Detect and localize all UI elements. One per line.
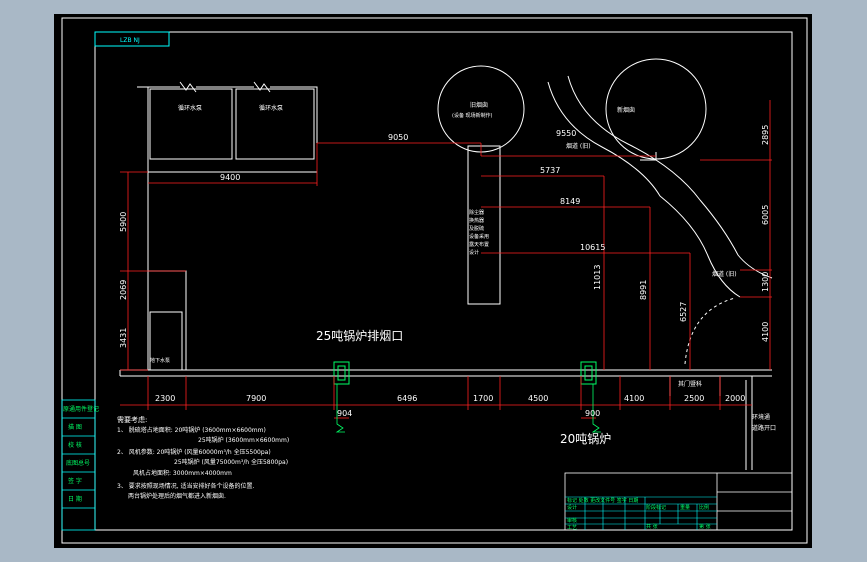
- right-note-2: 道路开口: [752, 424, 776, 432]
- tb-r2: 设计: [567, 504, 577, 511]
- duct-label-5: 露天布置: [469, 241, 489, 248]
- duct-label-2: 换热器: [469, 217, 484, 224]
- tb-c3: 比例: [699, 504, 709, 511]
- dim-6496: 6496: [397, 394, 417, 403]
- dim-9400: 9400: [220, 173, 240, 182]
- dim-4100-vertical: 4100: [761, 322, 770, 342]
- dim-9550: 9550: [556, 129, 576, 138]
- dim-1300: 1300: [761, 272, 770, 292]
- dim-2500: 2500: [684, 394, 704, 403]
- strip-3: 校 核: [68, 441, 82, 449]
- title-box-text: LZB NJ: [120, 37, 140, 44]
- dim-4100-horizontal: 4100: [624, 394, 644, 403]
- tb-c2: 重量: [680, 504, 690, 511]
- drawing-sheet: LZB NJ 原通用件登记 描 图 校 核 底图总号 签 字 日 期 标记 处数…: [54, 14, 812, 548]
- notes-line-2: 2、 风机参数: 20吨锅炉 (风量60000m³/h 全压5500pa): [117, 448, 271, 456]
- notes-line-3: 3、 要求按照现场情况, 适当安排好各个设备的位置.: [117, 482, 255, 490]
- tb-c5: 第 张: [699, 523, 711, 530]
- dim-900: 900: [585, 409, 600, 418]
- dim-10615: 10615: [580, 243, 605, 252]
- break-marks: [335, 384, 601, 433]
- label-smoke-duct-top: 烟道 (旧): [566, 142, 591, 150]
- dim-904: 904: [337, 409, 352, 418]
- duct-label-4: 设备采用: [469, 233, 489, 240]
- label-bottom-mid: 其门暨科: [678, 380, 702, 388]
- dim-11013: 11013: [593, 265, 602, 290]
- right-note-1: 环境通: [752, 413, 770, 421]
- label-boiler-20: 20吨锅炉: [560, 431, 611, 446]
- dim-2000: 2000: [725, 394, 745, 403]
- dim-6527: 6527: [679, 302, 688, 322]
- dim-7900: 7900: [246, 394, 266, 403]
- boiler-20-symbol: [580, 361, 597, 385]
- dim-6005: 6005: [761, 205, 770, 225]
- tb-r1: 标记 处数 更改文件号 签字 日期: [567, 497, 638, 504]
- label-old-chimney-note: (设备 现场新制作): [452, 112, 493, 119]
- notes-heading: 需要考虑:: [117, 415, 147, 424]
- cad-drawing: LZB NJ 原通用件登记 描 图 校 核 底图总号 签 字 日 期 标记 处数…: [61, 17, 808, 544]
- tb-r3: 审核: [567, 517, 577, 524]
- duct-label-3: 及脱硫: [469, 225, 484, 232]
- dim-5737: 5737: [540, 166, 560, 175]
- dim-2069: 2069: [119, 280, 128, 300]
- dim-8991: 8991: [639, 280, 648, 300]
- title-block-grid: [565, 496, 717, 530]
- strip-5: 签 字: [68, 477, 82, 485]
- label-pump-room-1: 循环水泵: [178, 104, 202, 112]
- notes-line-1b: 25吨锅炉 (3600mm×6600mm): [198, 436, 289, 444]
- tb-r4: 工艺: [567, 525, 577, 531]
- label-old-chimney: 旧烟囱: [470, 101, 488, 109]
- strip-6: 日 期: [68, 495, 82, 503]
- label-new-chimney: 新烟囱: [617, 106, 635, 114]
- dimension-lines: [120, 100, 772, 419]
- door-swing: [684, 297, 736, 365]
- label-underground-pump: 地下水泵: [150, 357, 170, 364]
- notes-block: 需要考虑: 1、 脱硫塔占地面积: 20吨锅炉 (3600mm×6600mm) …: [117, 415, 289, 500]
- dim-2895: 2895: [761, 125, 770, 145]
- left-strip: [61, 399, 96, 531]
- label-smoke-duct-right: 烟道 (旧): [712, 270, 737, 278]
- tb-c1: 阶段标记: [646, 504, 666, 511]
- dim-3431: 3431: [119, 328, 128, 348]
- inner-frame: [94, 31, 793, 531]
- notes-line-3b: 两台锅炉处理后的烟气都进入新烟囱.: [128, 492, 226, 500]
- title-box: [94, 31, 170, 47]
- dim-5900: 5900: [119, 212, 128, 232]
- strip-2: 描 图: [68, 423, 82, 431]
- notes-line-1: 1、 脱硫塔占地面积: 20吨锅炉 (3600mm×6600mm): [117, 426, 266, 434]
- outer-frame: [61, 17, 808, 544]
- tb-c4: 共 张: [646, 523, 658, 530]
- duct-label-6: 设计: [469, 249, 479, 256]
- building-outlines: [119, 58, 773, 470]
- notes-line-2b: 25吨锅炉 (风量75000m³/h 全压5800pa): [174, 458, 288, 466]
- label-boiler-25-exhaust: 25吨锅炉排烟口: [316, 328, 403, 343]
- label-pump-room-2: 循环水泵: [259, 104, 283, 112]
- dim-8149: 8149: [560, 197, 580, 206]
- strip-1: 原通用件登记: [63, 405, 99, 413]
- dim-4500: 4500: [528, 394, 548, 403]
- boiler-25-symbol: [333, 361, 350, 385]
- dim-1700: 1700: [473, 394, 493, 403]
- duct-label-1: 除尘器: [469, 209, 484, 216]
- title-block: [564, 472, 793, 531]
- strip-4: 底图总号: [66, 459, 90, 467]
- dim-2300: 2300: [155, 394, 175, 403]
- notes-line-2c: 风机占地面积: 3000mm×4000mm: [133, 469, 232, 477]
- dim-9050: 9050: [388, 133, 408, 142]
